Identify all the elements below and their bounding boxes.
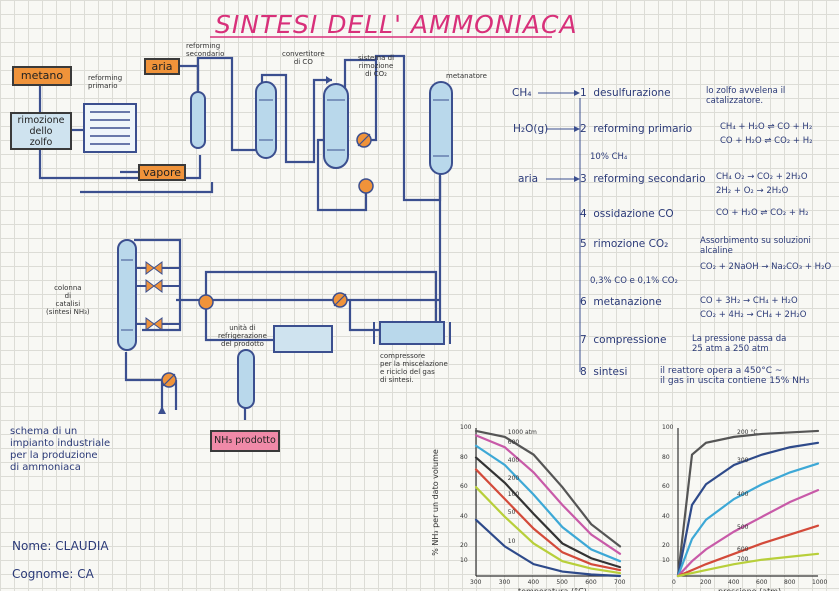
- chart-0-y-tick: 10: [460, 557, 468, 564]
- chart-0-x-tick: 300: [499, 579, 510, 586]
- chart-1-y-tick: 100: [662, 424, 673, 431]
- chart-0-series-label: 100: [508, 491, 519, 498]
- chart-1-series-label: 300: [737, 457, 748, 464]
- chart-0-series-label: 10: [508, 538, 516, 545]
- chart-1-series-label: 600: [737, 546, 748, 553]
- chart-1-series-label: 700: [737, 556, 748, 563]
- chart-0-y-tick: 100: [460, 424, 471, 431]
- chart-0-x-label: temperatura (°C): [518, 587, 587, 591]
- chart-1-x-tick: 400: [728, 579, 739, 586]
- chart-0-series-label: 50: [508, 509, 516, 516]
- chart-1-y-tick: 20: [662, 542, 670, 549]
- chart-1-x-tick: 200: [700, 579, 711, 586]
- chart-0-x-tick: 500: [556, 579, 567, 586]
- chart-0-y-tick: 80: [460, 454, 468, 461]
- chart-1-series-label: 500: [737, 524, 748, 531]
- chart-0-y-label: % NH₃ per un dato volume: [431, 449, 440, 556]
- chart-1-series-label: 400: [737, 491, 748, 498]
- chart-0-y-tick: 20: [460, 542, 468, 549]
- chart-0-x-tick: 300: [470, 579, 481, 586]
- chart-1-x-label: pressione (atm): [718, 587, 781, 591]
- chart-1-y-tick: 40: [662, 513, 670, 520]
- chart-1-x-tick: 0: [672, 579, 676, 586]
- chart-0-y-tick: 60: [460, 483, 468, 490]
- chart-1-y-tick: 80: [662, 454, 670, 461]
- chart-0-series-label: 1000 atm: [508, 429, 537, 436]
- chart-0-series-label: 600: [508, 439, 519, 446]
- chart-0-series-label: 400: [508, 457, 519, 464]
- chart-1-series-label: 200 °C: [737, 429, 758, 436]
- chart-0-y-tick: 40: [460, 513, 468, 520]
- chart-0-x-tick: 400: [528, 579, 539, 586]
- chart-0-series-4-line: [476, 469, 620, 570]
- chart-0-x-tick: 700: [614, 579, 625, 586]
- chart-0-series-label: 200: [508, 475, 519, 482]
- chart-1-y-tick: 10: [662, 557, 670, 564]
- chart-0-series-1-line: [476, 435, 620, 553]
- chart-1-x-tick: 600: [756, 579, 767, 586]
- chart-0-x-tick: 600: [585, 579, 596, 586]
- chart-1-x-tick: 800: [784, 579, 795, 586]
- chart-0-series-2-line: [476, 446, 620, 561]
- chart-1-x-tick: 1000: [812, 579, 827, 586]
- chart-1-y-tick: 60: [662, 483, 670, 490]
